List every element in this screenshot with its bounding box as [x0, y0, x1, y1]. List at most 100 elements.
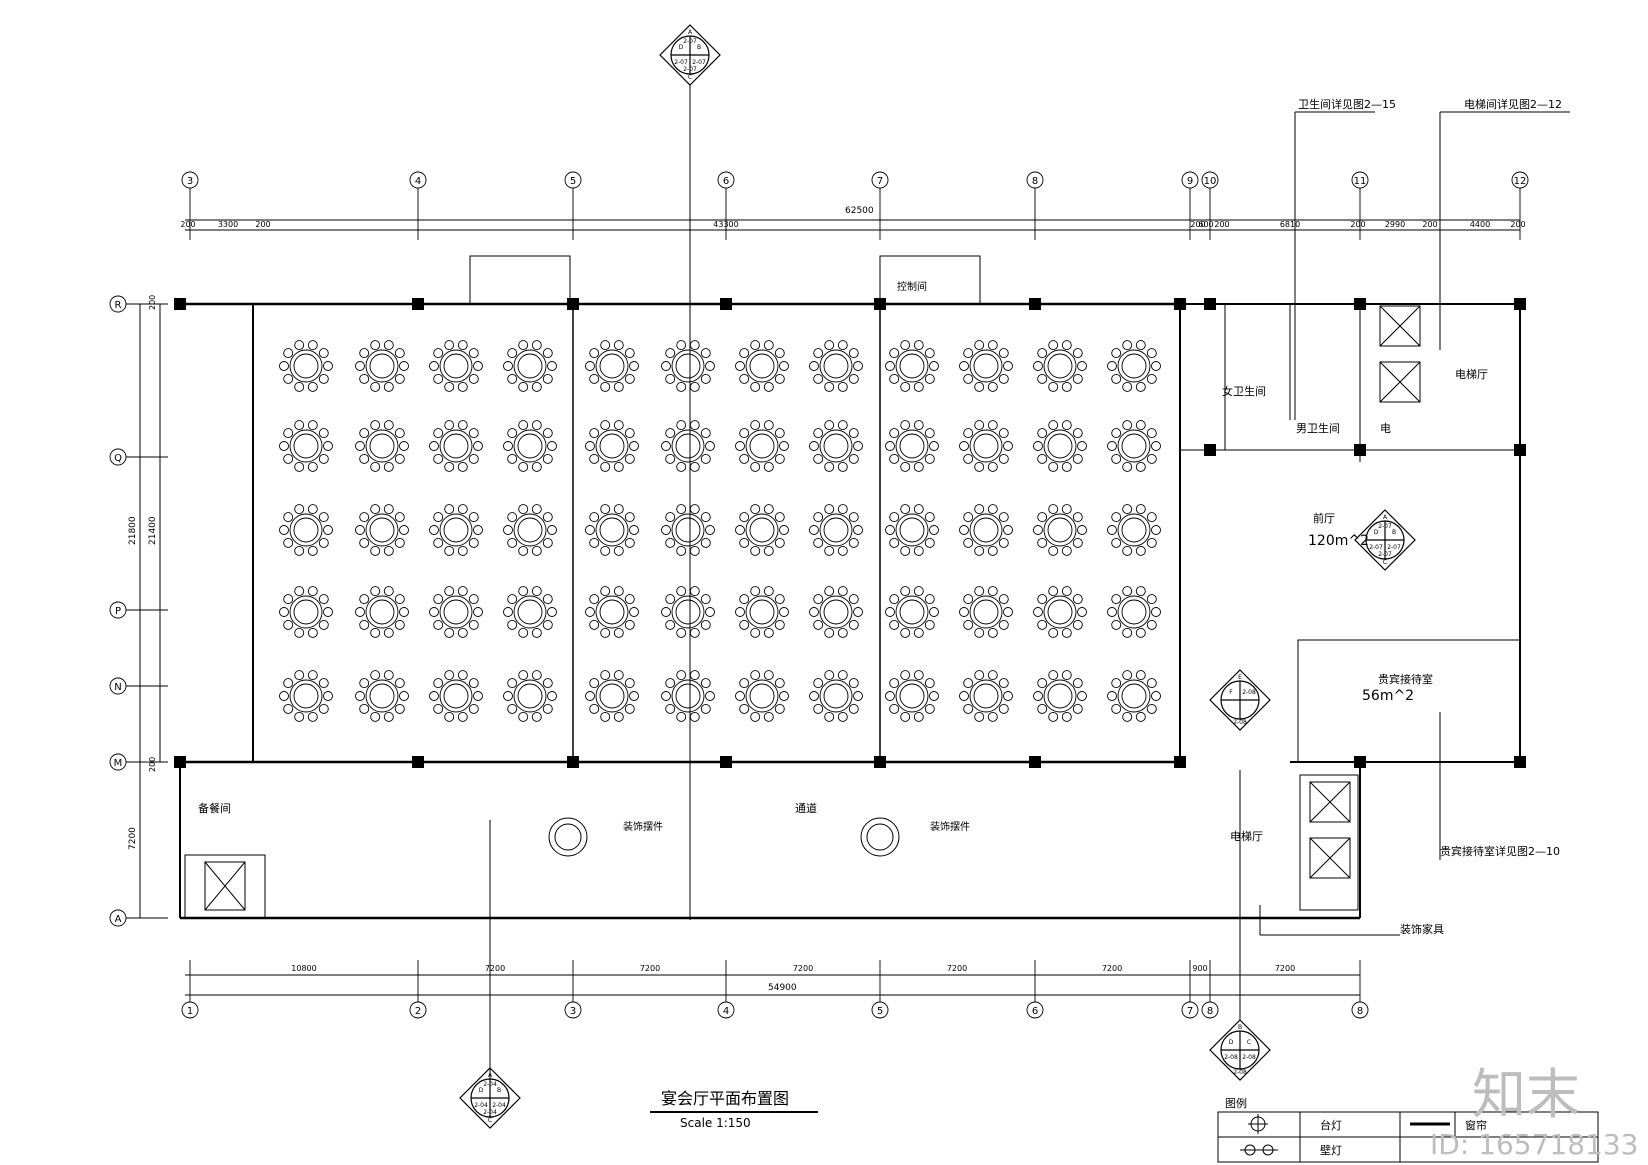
structural-column [1514, 756, 1526, 768]
structural-column [874, 756, 886, 768]
room-vip-area: 56m^2 [1362, 688, 1414, 704]
svg-text:2-04: 2-04 [474, 1102, 488, 1109]
structural-column [1204, 444, 1216, 456]
svg-text:3: 3 [570, 1006, 576, 1017]
svg-text:C: C [1383, 559, 1387, 566]
svg-text:6: 6 [1032, 1006, 1038, 1017]
top-dim-text: 3300 [218, 220, 238, 229]
banquet-table [885, 420, 939, 472]
banquet-table [429, 504, 483, 556]
structural-column [874, 298, 886, 310]
banquet-table [355, 504, 409, 556]
banquet-table [809, 340, 863, 392]
banquet-table [959, 420, 1013, 472]
svg-text:2-08: 2-08 [1224, 1054, 1238, 1061]
banquet-table [279, 504, 333, 556]
svg-text:5: 5 [877, 1006, 883, 1017]
svg-text:B: B [1392, 529, 1396, 536]
banquet-table [429, 586, 483, 638]
banquet-table [503, 340, 557, 392]
banquet-table [585, 586, 639, 638]
top-axis-bubble: 11 [1351, 171, 1369, 189]
banquet-table [959, 586, 1013, 638]
structural-column [1174, 756, 1186, 768]
structural-column [1204, 298, 1216, 310]
banquet-table [503, 420, 557, 472]
top-dim-text: 2990 [1385, 220, 1405, 229]
banquet-table [279, 420, 333, 472]
banquet-table [885, 340, 939, 392]
svg-text:10: 10 [1204, 176, 1217, 187]
room-decor-2: 装饰摆件 [930, 820, 970, 833]
banquet-table [885, 586, 939, 638]
top-dim-text: 43300 [713, 220, 738, 229]
svg-text:A: A [1383, 514, 1388, 521]
svg-text:2-07: 2-07 [683, 38, 697, 45]
svg-text:11: 11 [1354, 176, 1367, 187]
svg-text:2-04: 2-04 [483, 1081, 497, 1088]
top-dim-text: 6810 [1280, 220, 1300, 229]
svg-text:2-08: 2-08 [1233, 719, 1247, 726]
structural-column [720, 298, 732, 310]
svg-text:8: 8 [1357, 1006, 1363, 1017]
banquet-table [809, 586, 863, 638]
callout-furniture: 装饰家具 [1400, 922, 1444, 936]
banquet-table [1033, 340, 1087, 392]
banquet-table [959, 504, 1013, 556]
left-axis-bubble: Q [109, 448, 127, 466]
wall-lamp-icon [1240, 1144, 1278, 1156]
svg-text:F: F [1229, 689, 1233, 696]
banquet-table [735, 420, 789, 472]
banquet-table [279, 586, 333, 638]
banquet-table [1033, 504, 1087, 556]
bottom-dim-text: 7200 [793, 964, 813, 973]
banquet-table [809, 504, 863, 556]
left-axis-bubble: M [109, 753, 127, 771]
svg-text:Q: Q [114, 453, 122, 464]
svg-text:4: 4 [723, 1006, 729, 1017]
banquet-table [355, 420, 409, 472]
top-axis-bubble: 6 [717, 171, 735, 189]
svg-text:D: D [679, 44, 684, 51]
bottom-dim-text: 7200 [1275, 964, 1295, 973]
svg-text:C: C [1247, 1039, 1251, 1046]
banquet-table [585, 340, 639, 392]
banquet-table [355, 670, 409, 722]
top-axis-bubble: 5 [564, 171, 582, 189]
top-axis-bubble: 3 [181, 171, 199, 189]
svg-text:2-08: 2-08 [1233, 1069, 1247, 1076]
banquet-table [661, 504, 715, 556]
banquet-table [279, 670, 333, 722]
svg-text:A: A [115, 914, 122, 925]
svg-text:5: 5 [570, 176, 576, 187]
structural-column [567, 756, 579, 768]
svg-text:1: 1 [187, 1006, 193, 1017]
banquet-table [1033, 670, 1087, 722]
banquet-table [661, 670, 715, 722]
structural-column [1029, 756, 1041, 768]
banquet-table [585, 420, 639, 472]
bottom-axis-bubble: 8 [1351, 1001, 1369, 1019]
room-male-wc: 男卫生间 [1296, 421, 1340, 435]
left-dim-3: 7200 [128, 827, 138, 850]
svg-text:E: E [1238, 674, 1242, 681]
banquet-table [1033, 420, 1087, 472]
banquet-table [959, 340, 1013, 392]
room-control: 控制间 [897, 280, 927, 293]
top-axis-bubble: 4 [409, 171, 427, 189]
left-axis-bubble: R [109, 295, 127, 313]
svg-text:R: R [115, 300, 122, 311]
svg-text:B: B [697, 44, 701, 51]
room-foyer-area: 120m^2 [1308, 533, 1369, 549]
banquet-table [661, 420, 715, 472]
svg-text:9: 9 [1187, 176, 1193, 187]
bottom-axis-bubble: 8 [1201, 1001, 1219, 1019]
svg-text:2-07: 2-07 [683, 66, 697, 73]
bottom-dim-text: 7200 [947, 964, 967, 973]
bottom-axis-bubble: 4 [717, 1001, 735, 1019]
svg-text:A: A [688, 29, 693, 36]
banquet-table [585, 504, 639, 556]
